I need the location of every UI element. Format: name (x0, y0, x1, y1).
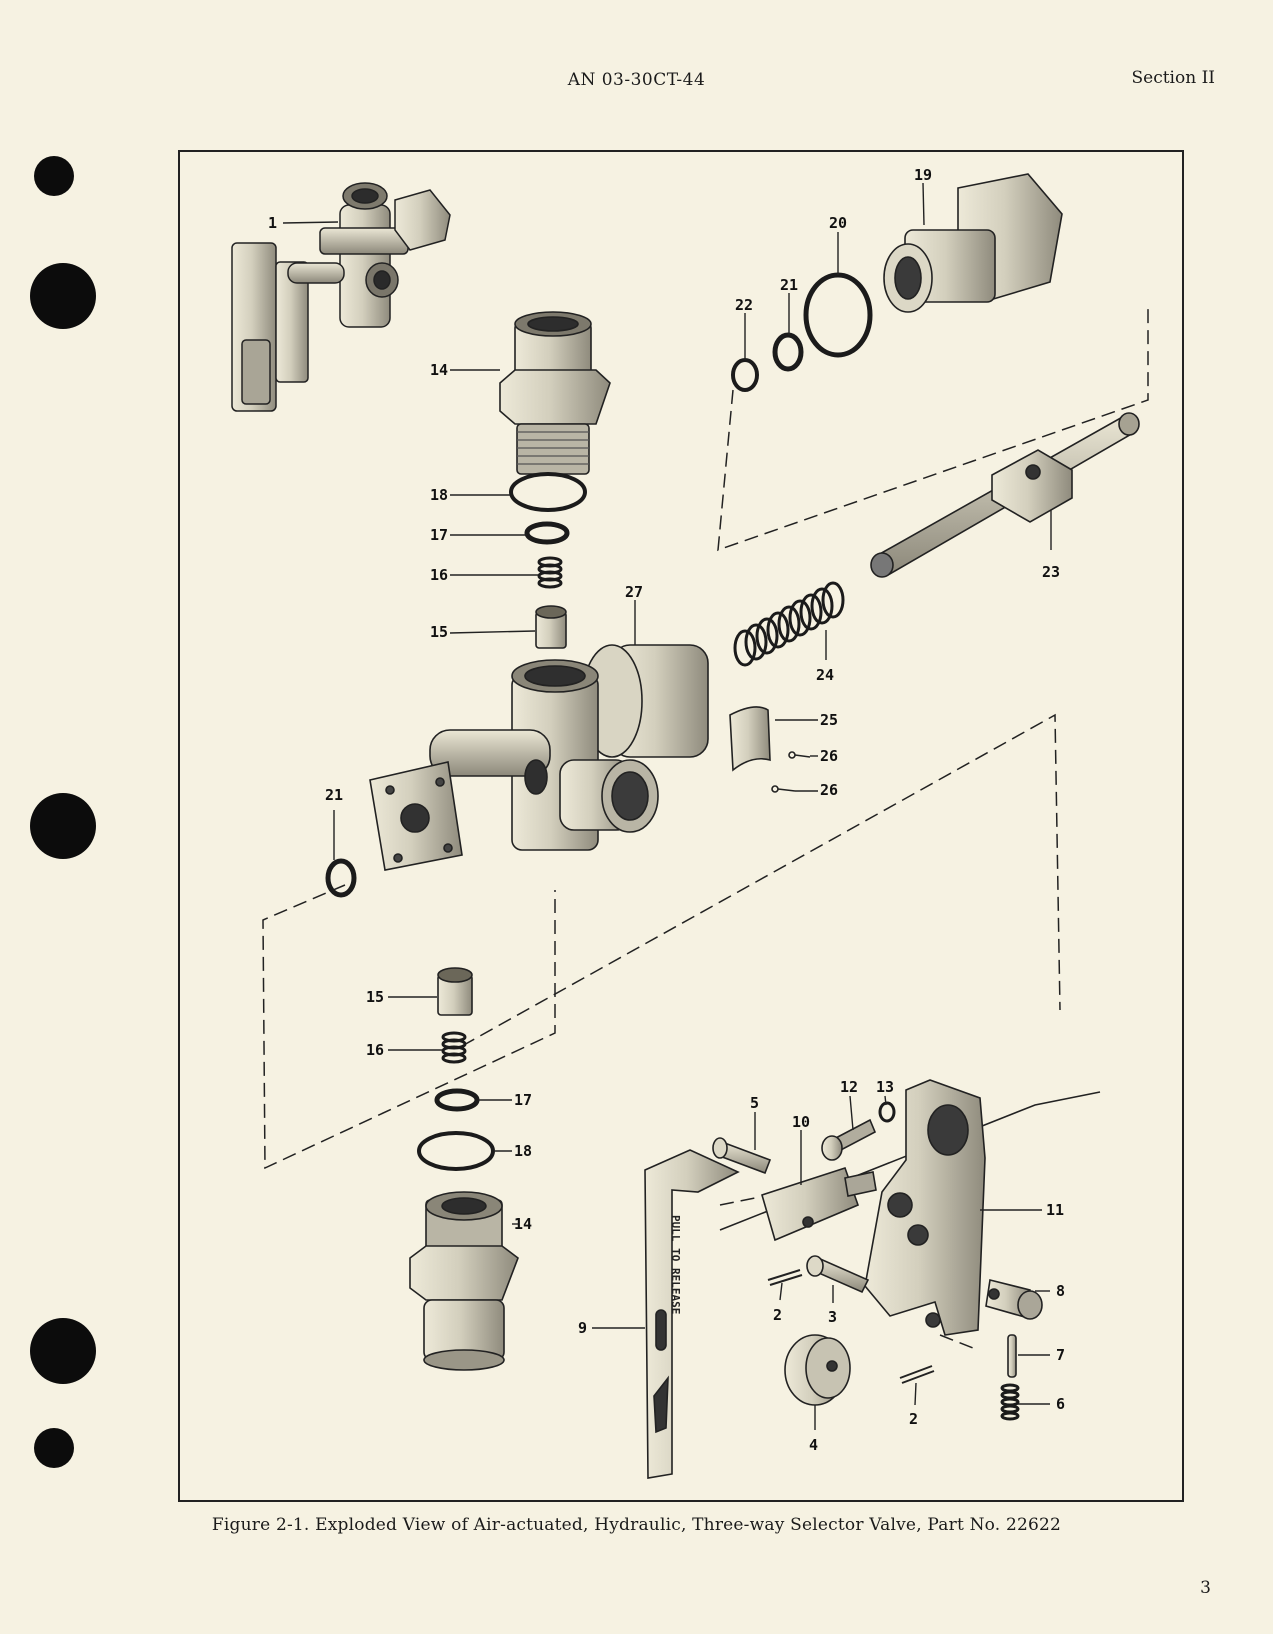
binder-hole (30, 793, 96, 859)
plunger-8 (985, 1279, 1043, 1320)
o-ring-21-lower (325, 858, 357, 898)
callout-25: 25 (820, 711, 838, 729)
cotter-pins-2 (767, 1269, 935, 1384)
page-number: 3 (1200, 1578, 1211, 1598)
callout-11: 11 (1046, 1201, 1064, 1219)
callout-21: 21 (780, 276, 798, 294)
callout-8: 8 (1056, 1282, 1065, 1300)
callout-15: 15 (430, 623, 448, 641)
callout-14: 14 (430, 361, 448, 379)
pins-26 (771, 751, 811, 793)
roller-4 (784, 1334, 851, 1406)
callout-22: 22 (735, 296, 753, 314)
union-fitting-19 (883, 173, 1063, 313)
callout-1: 1 (268, 214, 277, 232)
callout-17: 17 (514, 1091, 532, 1109)
valve-assembly-thumbnail (231, 182, 451, 412)
callout-7: 7 (1056, 1346, 1065, 1364)
binder-hole (34, 1428, 74, 1468)
pin-3 (806, 1255, 870, 1294)
callout-4: 4 (809, 1436, 818, 1454)
callout-3: 3 (828, 1308, 837, 1326)
callout-16: 16 (366, 1041, 384, 1059)
plate-25 (729, 706, 771, 772)
callout-2: 2 (909, 1410, 918, 1428)
washer-13 (878, 1101, 896, 1123)
o-ring-21-upper (772, 332, 804, 372)
o-ring-20 (803, 272, 873, 358)
spring-16-upper (537, 556, 563, 589)
callout-27: 27 (625, 583, 643, 601)
binder-hole (30, 263, 96, 329)
ring-17-lower (434, 1088, 480, 1112)
callout-18: 18 (514, 1142, 532, 1160)
binder-hole (30, 1318, 96, 1384)
pin-7 (1007, 1334, 1017, 1378)
callout-18: 18 (430, 486, 448, 504)
callout-21: 21 (325, 786, 343, 804)
lever-9 (644, 1149, 740, 1479)
callout-2: 2 (773, 1306, 782, 1324)
callout-14: 14 (514, 1215, 532, 1233)
screw-12 (821, 1118, 877, 1161)
figure-caption: Figure 2-1. Exploded View of Air-actuate… (211, 1515, 1062, 1535)
callout-13: 13 (876, 1078, 894, 1096)
callout-20: 20 (829, 214, 847, 232)
seat-15-lower (437, 967, 473, 1016)
body-27 (369, 644, 709, 871)
callout-10: 10 (792, 1113, 810, 1131)
leader-lines (282, 182, 1052, 1430)
callout-12: 12 (840, 1078, 858, 1096)
spring-6 (1000, 1383, 1020, 1421)
seat-15-upper (535, 605, 567, 649)
binder-hole (34, 156, 74, 196)
lever-text: PULL TO RELEASE (669, 1215, 682, 1314)
callout-5: 5 (750, 1094, 759, 1112)
shaft-23 (870, 412, 1140, 578)
adapter-14-upper (499, 311, 611, 475)
callout-9: 9 (578, 1319, 587, 1337)
bracket-11 (864, 1079, 986, 1336)
backup-ring-22 (731, 358, 759, 392)
clevis-10 (761, 1166, 877, 1242)
figure-frame (178, 150, 1184, 1502)
spring-16-lower (441, 1031, 467, 1064)
pin-5 (712, 1137, 772, 1175)
section-label: Section II (1131, 68, 1215, 88)
ring-17-upper (524, 521, 570, 545)
callout-17: 17 (430, 526, 448, 544)
dashed-leader-lines (262, 308, 1149, 1351)
callout-16: 16 (430, 566, 448, 584)
callout-26: 26 (820, 747, 838, 765)
callout-labels: 1 19 20 21 22 14 18 17 16 15 27 23 24 25… (268, 166, 1065, 1454)
callout-26: 26 (820, 781, 838, 799)
adapter-14-lower (409, 1191, 519, 1371)
ring-18-upper (509, 472, 587, 512)
ring-18-lower (417, 1131, 495, 1171)
callout-24: 24 (816, 666, 834, 684)
document-number: AN 03-30CT-44 (567, 70, 706, 90)
callout-23: 23 (1042, 563, 1060, 581)
spring-24 (733, 581, 845, 667)
callout-6: 6 (1056, 1395, 1065, 1413)
callout-19: 19 (914, 166, 932, 184)
callout-15: 15 (366, 988, 384, 1006)
